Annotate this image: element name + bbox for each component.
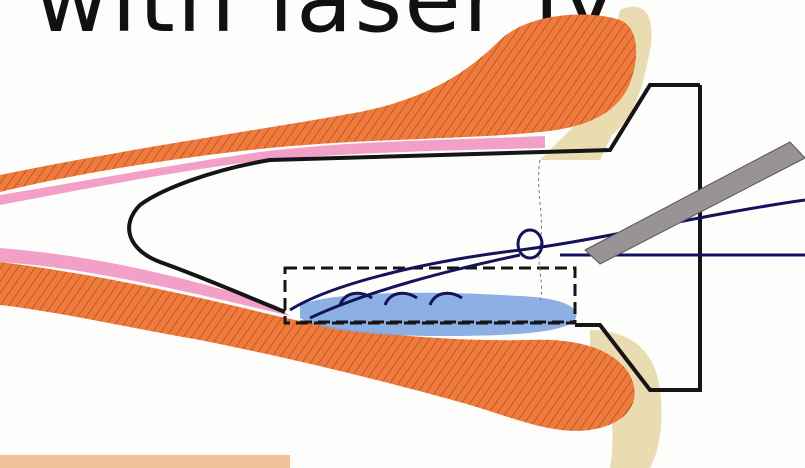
rod-instrument-icon [585,142,805,264]
tissue-swatch [0,455,290,468]
